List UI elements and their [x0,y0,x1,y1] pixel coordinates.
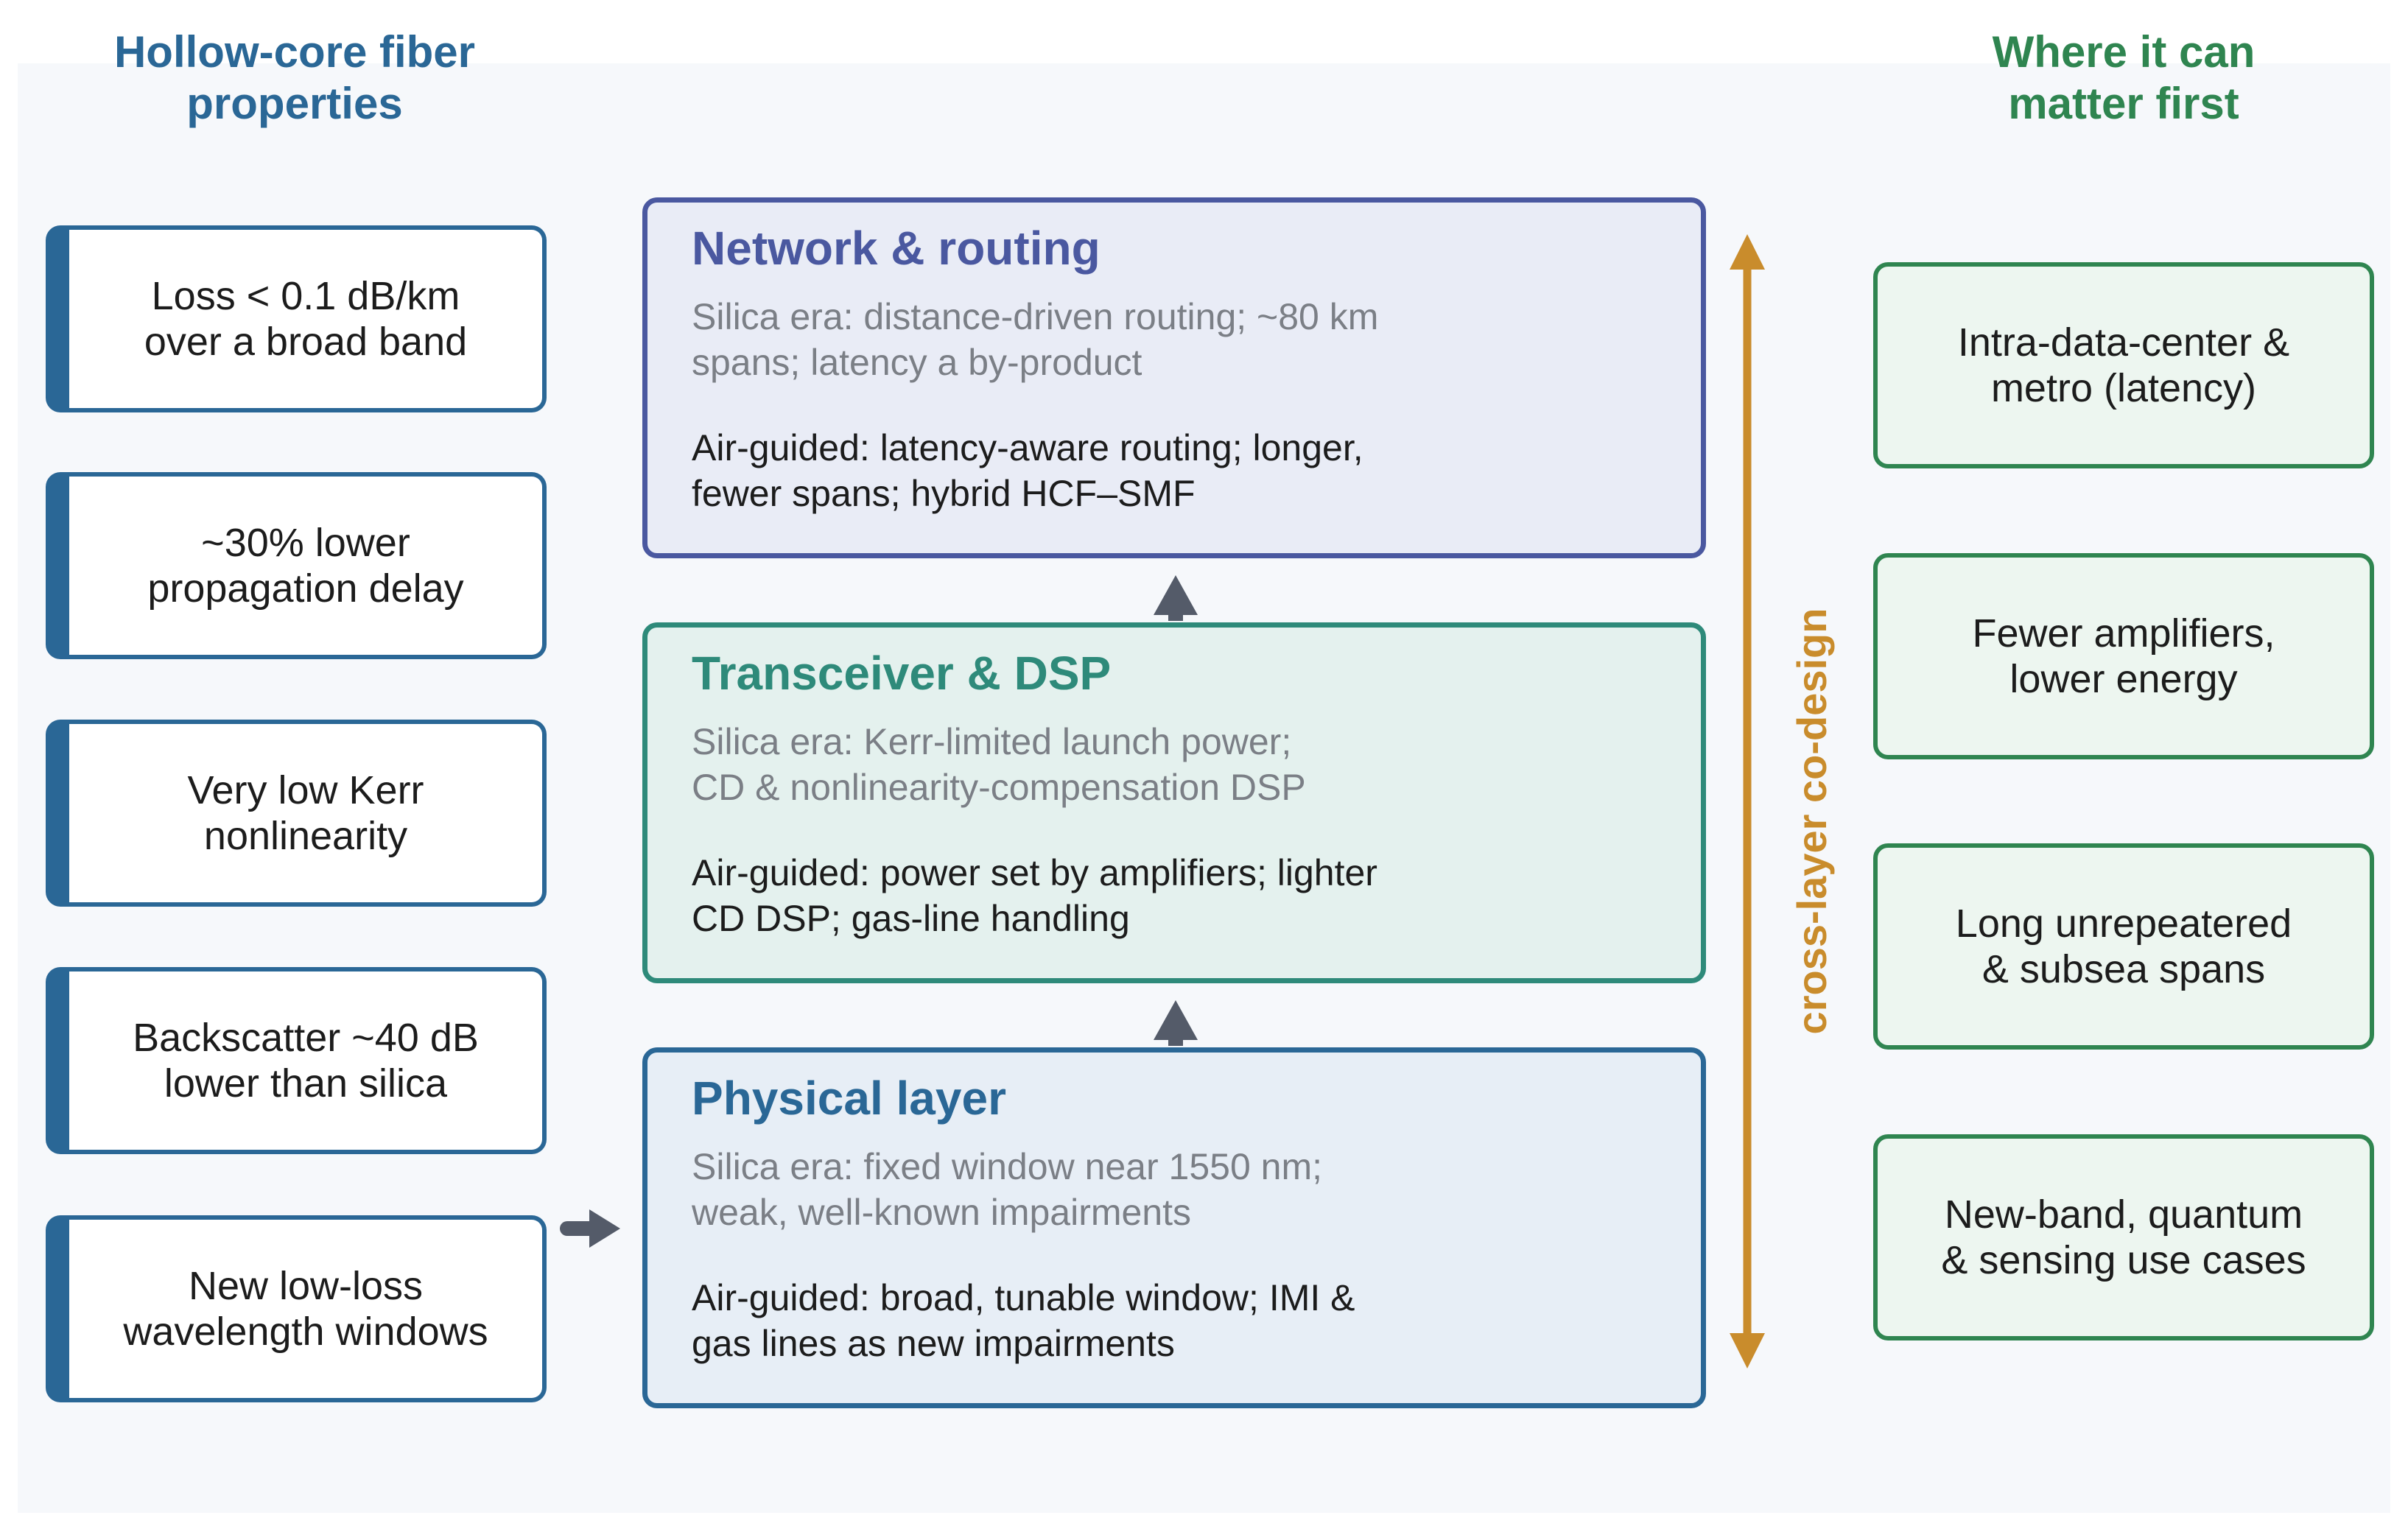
property-box-kerr: Very low Kerr nonlinearity [46,720,547,907]
air-guided-text: Air-guided: broad, tunable window; IMI &… [692,1277,1355,1364]
property-text: New low-loss wavelength windows [123,1264,488,1354]
property-text: Backscatter ~40 dB lower than silica [133,1016,479,1106]
physical-to-transceiver-arrow [1154,1000,1198,1046]
cross-layer-double-arrow [1730,234,1765,1368]
physical-layer: Physical layer Silica era: fixed window … [642,1047,1706,1408]
property-box-backscatter: Backscatter ~40 dB lower than silica [46,967,547,1154]
transceiver-dsp-layer: Transceiver & DSP Silica era: Kerr-limit… [642,622,1706,983]
layer-title: Physical layer [692,1072,1006,1125]
use-case-text: Intra-data-center & metro (latency) [1957,320,2290,410]
cross-layer-codesign-label: cross-layer co-design [1789,608,1835,1035]
air-guided-text: Air-guided: latency-aware routing; longe… [692,427,1363,514]
silica-era-text: Silica era: Kerr-limited launch power; C… [692,721,1306,808]
network-routing-layer: Network & routing Silica era: distance-d… [642,197,1706,558]
air-guided-text: Air-guided: power set by amplifiers; lig… [692,852,1377,939]
use-case-box-subsea: Long unrepeatered & subsea spans [1873,843,2374,1050]
use-cases-header: Where it can matter first [1992,27,2256,128]
property-text: Very low Kerr nonlinearity [187,768,424,858]
properties-header: Hollow-core fiber properties [113,27,476,128]
use-case-text: Fewer amplifiers, lower energy [1972,611,2275,701]
properties-to-physical-arrow [560,1209,620,1248]
property-box-loss: Loss < 0.1 dB/km over a broad band [46,225,547,412]
silica-era-text: Silica era: distance-driven routing; ~80… [692,296,1379,383]
use-case-text: Long unrepeatered & subsea spans [1955,902,2292,991]
use-case-text: New-band, quantum & sensing use cases [1941,1192,2306,1282]
transceiver-to-network-arrow [1154,575,1198,621]
use-case-box-datacenter: Intra-data-center & metro (latency) [1873,262,2374,468]
property-text: Loss < 0.1 dB/km over a broad band [144,274,468,364]
property-text: ~30% lower propagation delay [147,521,464,611]
property-box-windows: New low-loss wavelength windows [46,1215,547,1402]
silica-era-text: Silica era: fixed window near 1550 nm; w… [692,1146,1323,1233]
use-case-box-sensing: New-band, quantum & sensing use cases [1873,1134,2374,1340]
layer-title: Network & routing [692,222,1101,275]
use-case-box-amplifiers: Fewer amplifiers, lower energy [1873,553,2374,759]
layer-title: Transceiver & DSP [692,647,1112,700]
property-box-delay: ~30% lower propagation delay [46,472,547,659]
